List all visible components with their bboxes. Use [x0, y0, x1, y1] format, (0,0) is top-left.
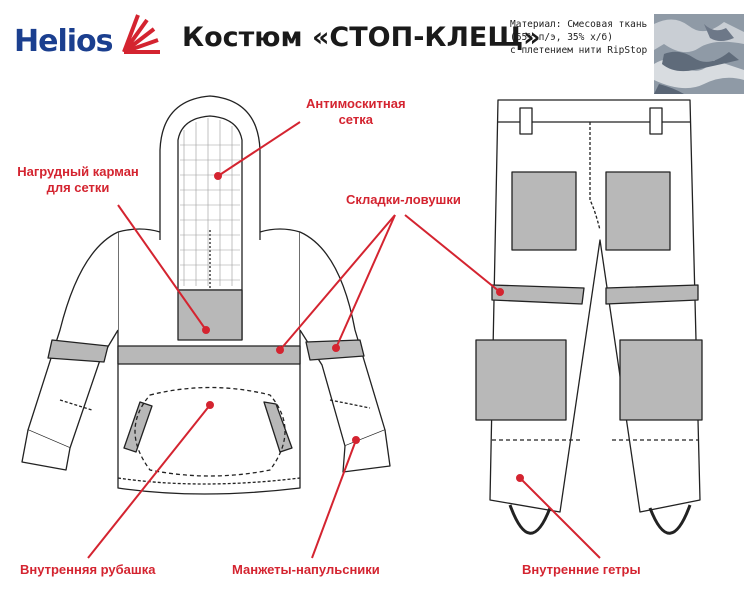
material-description: Материал: Смесовая ткань (65% п/э, 35% х… [510, 18, 650, 57]
left-pocket-opening [123, 401, 153, 453]
material-line-2: (65% п/э, 35% х/б) [510, 32, 613, 43]
label-mesh: Антимоскитная сетка [306, 96, 406, 128]
material-line-3: с плетением нити RipStop [510, 45, 648, 56]
label-gaiters: Внутренние гетры [522, 562, 641, 577]
logo-sun-icon [122, 14, 160, 54]
jacket-fold-band [117, 345, 301, 365]
label-folds: Складки-ловушки [346, 192, 461, 207]
label-chest-pocket: Нагрудный карман для сетки [8, 164, 148, 196]
jacket-panels [47, 289, 365, 453]
fabric-swatch [654, 14, 744, 94]
logo-text: Helios [14, 24, 113, 59]
helios-logo: Helios [14, 12, 164, 72]
page-title: Костюм «СТОП-КЛЕЩ» [182, 22, 541, 53]
right-knee-patch [619, 339, 703, 421]
inner-shirt-outline [134, 386, 286, 477]
chest-pocket [177, 289, 243, 341]
label-cuffs: Манжеты-напульсники [232, 562, 380, 577]
material-line-1: Материал: Смесовая ткань [510, 19, 648, 30]
label-pocket-line1: Нагрудный карман [17, 164, 139, 179]
left-leg-fold [491, 284, 585, 305]
right-cargo-pocket [605, 171, 671, 251]
label-pocket-line2: для сетки [46, 180, 110, 195]
mesh-grid [180, 118, 240, 286]
left-knee-patch [475, 339, 567, 421]
callout-lines [87, 121, 601, 559]
label-mesh-line2: сетка [338, 112, 373, 127]
right-pocket-opening [263, 401, 293, 453]
label-inner-shirt: Внутренняя рубашка [20, 562, 156, 577]
trouser-panels [475, 171, 703, 421]
label-mesh-line1: Антимоскитная [306, 96, 406, 111]
left-cargo-pocket [511, 171, 577, 251]
left-sleeve-fold [47, 339, 109, 363]
right-leg-fold [605, 284, 699, 305]
trousers [489, 99, 701, 535]
